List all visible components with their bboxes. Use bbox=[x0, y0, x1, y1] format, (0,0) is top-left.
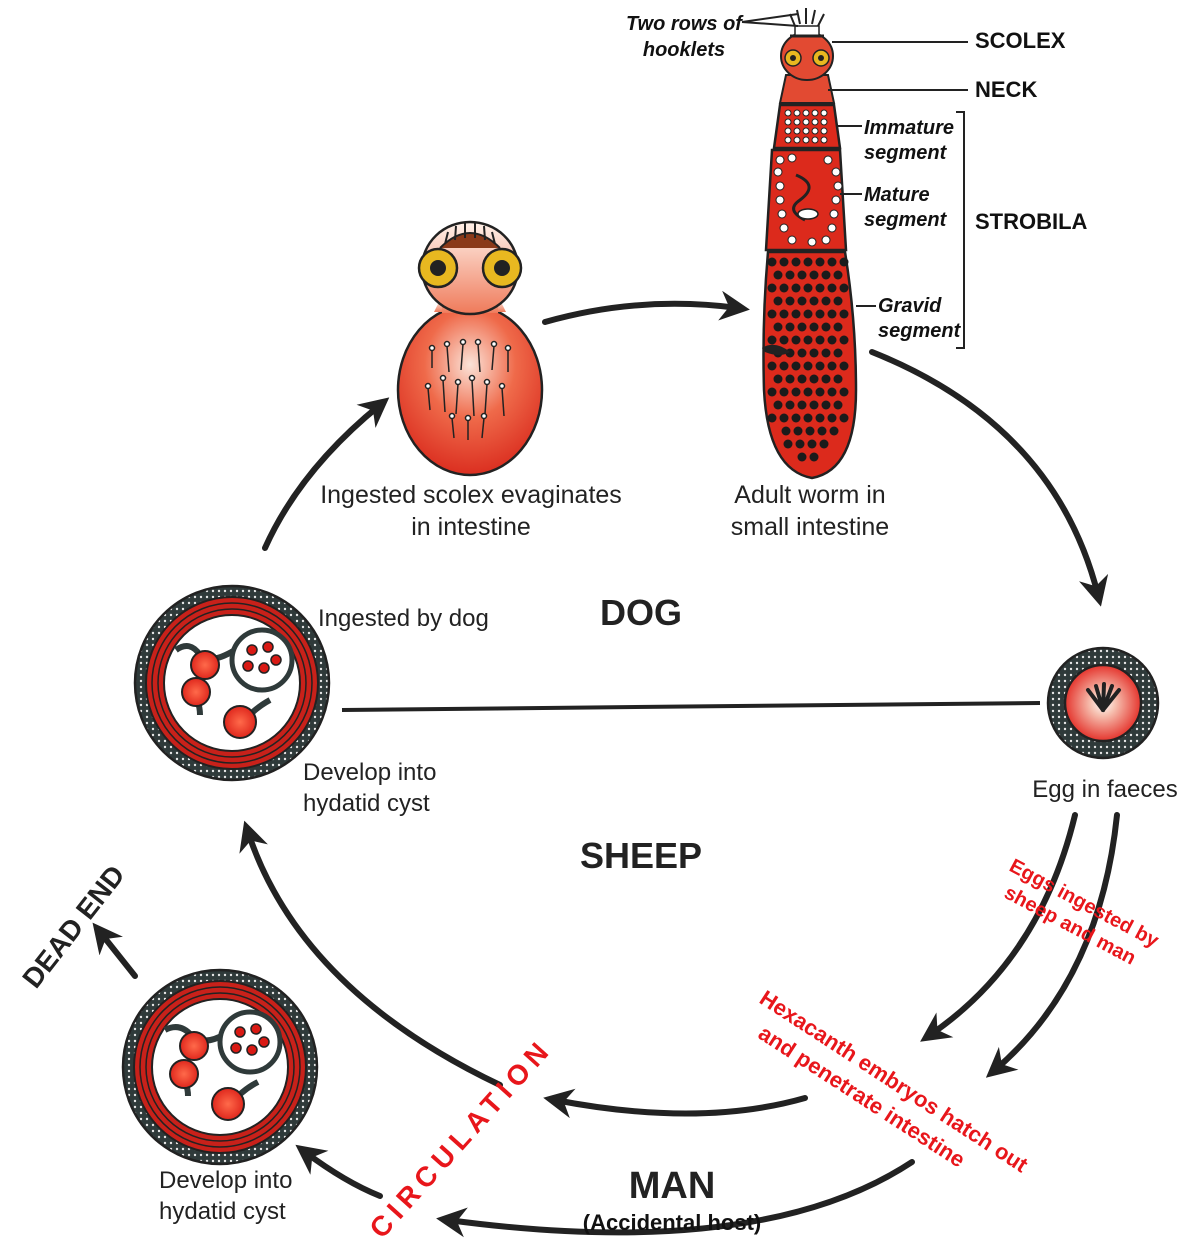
neck-label: NECK bbox=[975, 77, 1037, 102]
arrow-dead-end bbox=[100, 932, 135, 976]
evaginated-scolex bbox=[398, 222, 542, 475]
gravid-segment-label-line1: Gravid bbox=[878, 295, 942, 317]
arrow-cyst-to-scolex bbox=[265, 405, 380, 548]
hooklets-label-line1: Two rows of bbox=[626, 13, 744, 35]
arrow-adult-to-egg bbox=[872, 352, 1098, 595]
host-man-label: MAN bbox=[629, 1165, 716, 1207]
adult-worm-caption-line1: Adult worm in bbox=[734, 481, 885, 509]
sheep-cyst-caption-line1: Develop into bbox=[303, 759, 436, 786]
scolex-stage-caption-line1: Ingested scolex evaginates bbox=[320, 481, 622, 509]
scolex-stage-caption-line2: in intestine bbox=[411, 513, 531, 541]
strobila-label: STROBILA bbox=[975, 209, 1088, 234]
mature-segment-label-line2: segment bbox=[864, 209, 948, 231]
arrow-sheep-circulation bbox=[555, 1098, 805, 1114]
hexacanth-label: Hexacanth embryos hatch out and penetrat… bbox=[739, 985, 1033, 1203]
accidental-host-note: (Accidental host) bbox=[583, 1210, 761, 1235]
immature-segment-label-line1: Immature bbox=[864, 117, 954, 139]
egg-in-faeces bbox=[1048, 648, 1158, 758]
dead-end-label: DEAD END bbox=[16, 859, 130, 993]
sucker-right bbox=[483, 249, 521, 287]
adult-worm-caption-line2: small intestine bbox=[731, 513, 889, 541]
man-hydatid-cyst bbox=[123, 970, 317, 1164]
host-sheep-label: SHEEP bbox=[580, 835, 702, 876]
immature-segment-label-line2: segment bbox=[864, 142, 948, 164]
host-dog-label: DOG bbox=[600, 592, 682, 633]
hexacanth-line1: Hexacanth embryos hatch out bbox=[755, 985, 1033, 1177]
arrow-scolex-to-adult bbox=[545, 304, 738, 322]
dog-sheep-divider bbox=[342, 703, 1040, 710]
sucker-left bbox=[419, 249, 457, 287]
gravid-segment-label-line2: segment bbox=[878, 320, 962, 342]
egg-caption: Egg in faeces bbox=[1032, 776, 1177, 803]
man-cyst-caption-line2: hydatid cyst bbox=[159, 1198, 286, 1225]
hooklets-label-line2: hooklets bbox=[643, 39, 725, 61]
scolex-label: SCOLEX bbox=[975, 28, 1066, 53]
sheep-hydatid-cyst bbox=[135, 586, 329, 780]
mature-segment-label-line1: Mature bbox=[864, 184, 930, 206]
ingested-by-dog-label: Ingested by dog bbox=[318, 605, 489, 632]
arrow-man-to-cyst bbox=[305, 1152, 380, 1196]
adult-worm bbox=[762, 8, 856, 478]
sheep-cyst-caption-line2: hydatid cyst bbox=[303, 790, 430, 817]
man-cyst-caption-line1: Develop into bbox=[159, 1167, 292, 1194]
